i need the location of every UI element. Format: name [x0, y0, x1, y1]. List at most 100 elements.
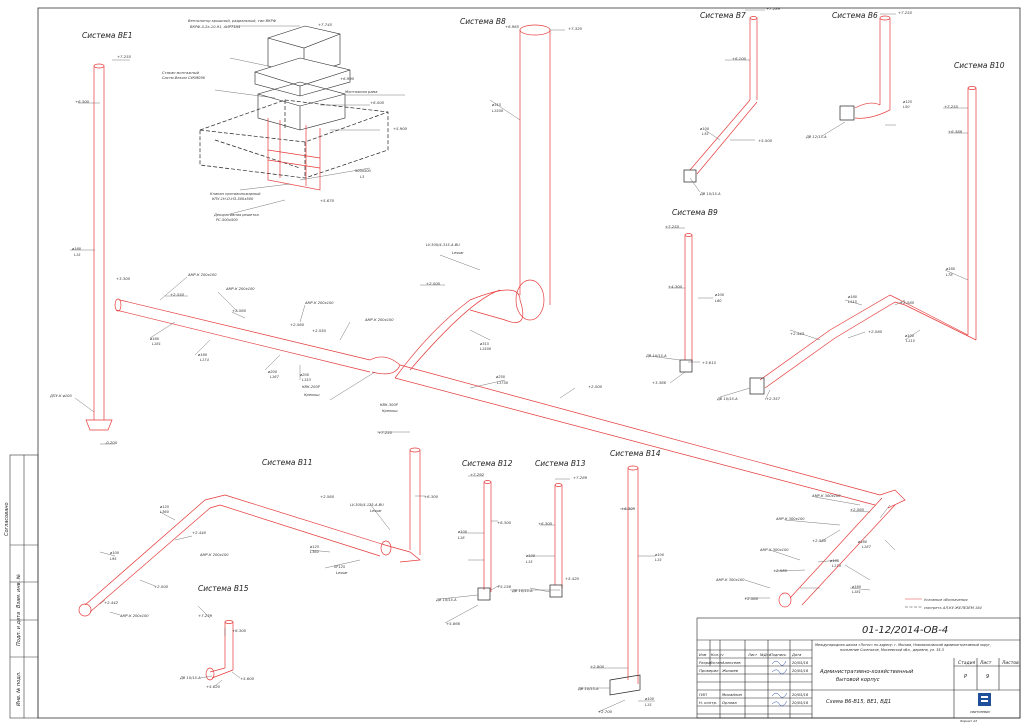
note-amp-k-5: АМР-К 200х100	[199, 553, 229, 557]
note-l1500-a: L1500	[480, 347, 492, 351]
note-fan-title: Вентилятор крышный, радиальный, тип ВКРФ	[188, 19, 276, 23]
note-grille-model: РС-500х500	[216, 218, 239, 222]
elev-7255-v10: +7.255	[944, 104, 959, 109]
elev-2560-f: +2.560	[744, 596, 759, 601]
note-l50: L50	[903, 105, 910, 109]
note-l1750: L1750	[497, 381, 509, 385]
note-d100-g: ø100	[654, 553, 665, 557]
system-v14	[609, 465, 641, 696]
col-kol: Кол.уч	[711, 653, 723, 657]
system-v8-riser	[469, 24, 551, 323]
elev-6388: +6.388	[948, 129, 963, 134]
elev-7292: +7.292	[470, 472, 485, 477]
company-logo: СВИТСЕРВИС	[970, 693, 991, 714]
fan-dashed-box	[199, 99, 389, 179]
row-role-3: ГИП	[699, 692, 707, 697]
col-data: Дата	[791, 653, 801, 657]
note-l15-d: L15	[645, 703, 652, 707]
system-label-v6: Система В6	[832, 11, 878, 20]
elev-6300-v12: +6.300	[497, 520, 512, 525]
side-stamp-sign-date: Подп. и дата	[16, 612, 22, 646]
elev-2560-a: +2.560	[232, 308, 247, 313]
elev-7320: +7.320	[568, 26, 583, 31]
system-v15	[205, 620, 234, 681]
annotations-v12-v13: +7.292 +6.300 ø100 L18 +5.156 ДВ 10/15-А…	[435, 472, 588, 626]
note-l60: L60	[715, 299, 722, 303]
elev-6500-a: +6.500	[370, 100, 385, 105]
note-lessar-v8: Lessar	[452, 251, 464, 255]
note-l35: L35	[702, 132, 709, 136]
annotations-fan-unit: Вентилятор крышный, радиальный, тип ВКРФ…	[162, 19, 408, 222]
elev-2800: +2.800	[590, 664, 605, 669]
sheet-format: Формат А3	[960, 719, 977, 723]
annotations-ve1: +7.255 +6.300 ø160 L15 +3.300 ДПУ-К ø100…	[49, 54, 132, 445]
revision-table-text: Изм Кол.уч Лист №Док Подпись Дата Разраб…	[699, 653, 809, 705]
note-d160-e: ø160	[829, 559, 840, 563]
elev-7745: +7.745	[318, 22, 333, 27]
note-amp-k-4: АМР-К 200х100	[364, 318, 394, 322]
note-l181-b: L181	[852, 590, 861, 594]
elev-6309: +6.309	[621, 506, 636, 511]
annotations-v11: +7.255 +6.300 +2.560 LV-300/4-125-А-ВU L…	[104, 430, 439, 618]
system-label-ve1: Система ВЕ1	[82, 31, 133, 40]
note-dv-v15: ДВ 10/15-А	[179, 676, 201, 680]
system-v11	[78, 447, 421, 617]
note-d160-ve1: ø160	[71, 247, 82, 251]
note-d160-c: ø160	[945, 267, 956, 271]
note-d315-a: ø315	[479, 342, 490, 346]
system-v6	[839, 15, 891, 121]
elev-6300-v11: +6.300	[424, 494, 439, 499]
elev-4300: +4.300	[668, 284, 683, 289]
note-l174-b: L174	[832, 564, 842, 568]
system-v10	[749, 86, 977, 395]
note-sf125: SF125	[334, 565, 346, 569]
note-krepish-1: Крепыш	[304, 393, 320, 397]
leader-lines	[70, 9, 969, 713]
note-d160-b: ø160	[197, 353, 208, 357]
row-name-3: Михайлин	[722, 692, 743, 697]
note-d160-f: ø160	[851, 585, 862, 589]
elev-5420: +5.420	[565, 576, 580, 581]
note-l15-b: L15	[526, 560, 533, 564]
note-l15-c: L15	[655, 558, 662, 562]
note-lessar-v11: Lessar	[370, 509, 382, 513]
fan-duct-section	[267, 118, 321, 191]
note-l115-b: L115	[906, 339, 916, 343]
note-amp-k-10: АМР-К 300х100	[715, 578, 745, 582]
building-line-1: Административно-хозяйственный	[819, 669, 914, 675]
side-stamp-replaced-inv: Взам. инв. №	[16, 574, 22, 608]
elev-2442: +2.442	[104, 600, 119, 605]
system-label-v7: Система В7	[700, 11, 746, 20]
note-cup-title: Стакан монтажный	[162, 71, 200, 75]
note-l1500-b: L1500	[492, 109, 504, 113]
elev-minus-0200: -0.200	[105, 440, 118, 445]
legend-existing: Условные обозначения	[924, 598, 968, 602]
elev-5600: +5.600	[240, 676, 255, 681]
note-l174: L174	[200, 358, 210, 362]
note-dv-v10: ДВ 10/15-А	[716, 397, 738, 401]
system-v12	[477, 480, 492, 601]
annotations-v10: +7.255 +6.388 ø160 L78 ø160 L115 +2.580 …	[716, 104, 963, 401]
system-label-v15: Система В15	[198, 584, 249, 593]
annotations-v9: +7.255 +4.300 ø100 L60 ДВ 10/15-А +3.615…	[645, 224, 725, 385]
project-line-2: поселение Сосенское, Мосеевской обл., де…	[840, 648, 944, 652]
row-role-2: Проверил	[699, 668, 719, 673]
elev-6990: +6.990	[340, 76, 355, 81]
elev-6100: +6.100	[732, 56, 747, 61]
elev-5620: +5.620	[206, 684, 221, 689]
system-v7	[683, 16, 758, 183]
note-lv-v8: LV-300/4-315-А-ВU	[426, 243, 460, 247]
note-dv-v9: ДВ 10/15-А	[645, 354, 667, 358]
annotations-v8: +6.965 +7.320 ø315 L1500	[491, 24, 583, 113]
note-amp-k-8: АМР-К 300х100	[775, 517, 805, 521]
note-amp-k-2: АМР-К 200х100	[225, 287, 255, 291]
elev-6300-ve1: +6.300	[75, 99, 90, 104]
side-stamp-agreed: Согласовано	[4, 502, 10, 536]
row-date-2: 20/05/16	[792, 669, 809, 673]
note-l115: L115	[848, 300, 858, 304]
title-block	[696, 617, 1021, 719]
elev-2500-c: +2.500	[154, 584, 169, 589]
note-dv-v13: ДВ 10/15-А	[511, 589, 533, 593]
row-date-1: 20/05/16	[792, 661, 809, 665]
